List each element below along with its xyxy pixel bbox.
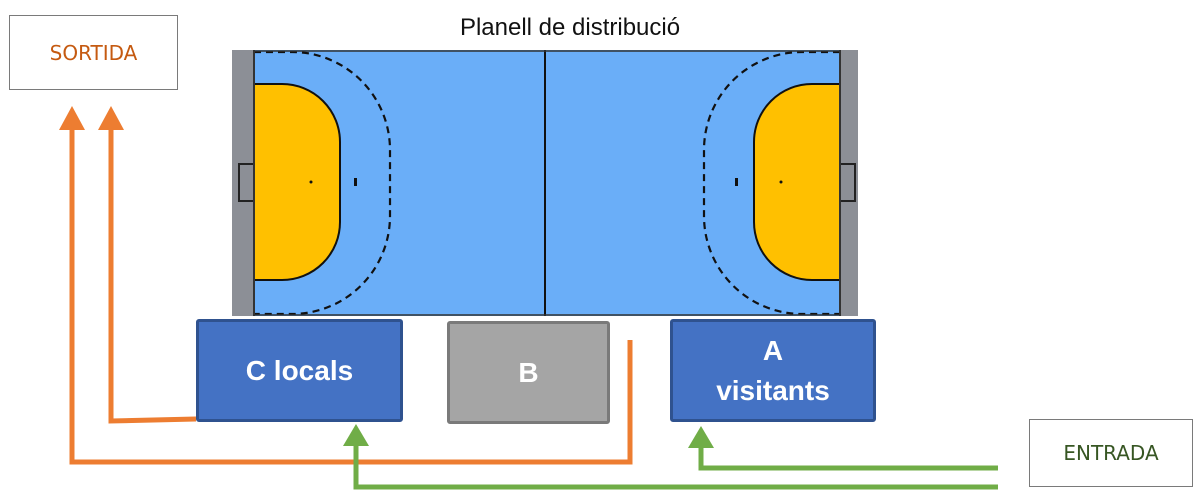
zone-b: B bbox=[447, 321, 610, 424]
zone-a-letter: A bbox=[762, 334, 784, 366]
entry-arrow-locals bbox=[353, 444, 998, 490]
exit-arrowhead-inner bbox=[98, 106, 124, 130]
entry-arrowhead-visitants bbox=[688, 426, 714, 448]
entry-arrow-visitants bbox=[698, 446, 998, 471]
handball-court bbox=[232, 50, 858, 316]
court-surface bbox=[254, 50, 840, 316]
zone-a-visitants: A visitants bbox=[670, 319, 876, 422]
exit-arrow-outer bbox=[69, 128, 633, 465]
diagram-title: Planell de distribució bbox=[459, 14, 681, 41]
left-free-throw-line bbox=[254, 50, 392, 316]
exit-arrow-inner bbox=[108, 128, 197, 424]
right-goal-area bbox=[753, 83, 841, 281]
left-goalkeeper-mark bbox=[309, 180, 313, 184]
left-penalty-mark bbox=[354, 178, 357, 186]
zone-a-name: visitants bbox=[716, 374, 830, 406]
right-penalty-mark bbox=[735, 178, 738, 186]
exit-arrowhead-outer bbox=[59, 106, 85, 130]
left-goal-area bbox=[253, 83, 341, 281]
entry-arrowhead-locals bbox=[343, 424, 369, 446]
right-free-throw-line bbox=[702, 50, 840, 316]
entry-label: ENTRADA bbox=[1029, 419, 1193, 487]
exit-label: SORTIDA bbox=[9, 15, 178, 90]
zone-c-locals: C locals bbox=[196, 319, 403, 422]
right-goalkeeper-mark bbox=[779, 180, 783, 184]
